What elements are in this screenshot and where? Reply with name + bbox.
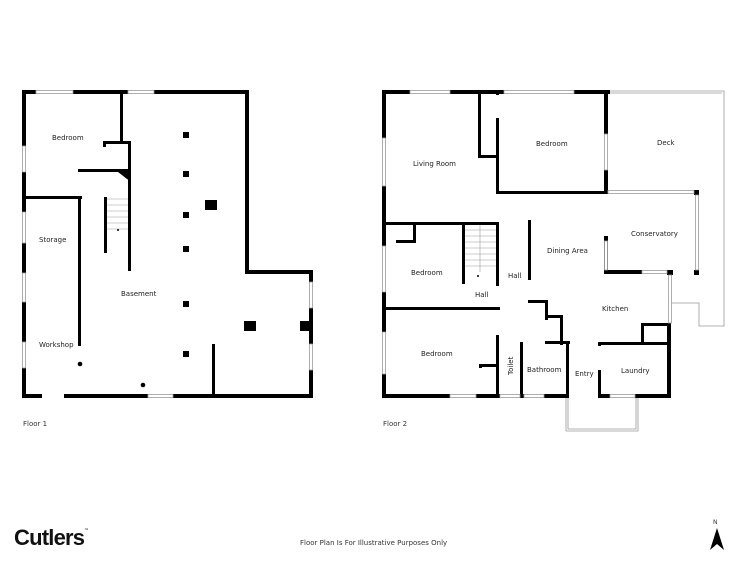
room-label-bedroom-north: Bedroom xyxy=(536,140,568,148)
brand-logo: Cutlers™ xyxy=(14,525,88,551)
north-label: N xyxy=(713,519,718,526)
room-label-entry: Entry xyxy=(575,370,594,378)
room-label-basement: Basement xyxy=(121,290,157,298)
room-label-bathroom: Bathroom xyxy=(527,366,562,374)
room-label-bedroom: Bedroom xyxy=(52,134,84,142)
floor-2-label: Floor 2 xyxy=(383,420,407,428)
room-label-workshop: Workshop xyxy=(39,341,74,349)
room-label-dining-area: Dining Area xyxy=(547,247,588,255)
room-label-hall: Hall xyxy=(508,272,521,280)
room-label-storage: Storage xyxy=(39,236,66,244)
room-label-laundry: Laundry xyxy=(621,367,650,375)
room-label-bedroom-south: Bedroom xyxy=(421,350,453,358)
north-arrow: N xyxy=(706,519,730,553)
room-label-living-room: Living Room xyxy=(413,160,456,168)
room-label-bedroom-west: Bedroom xyxy=(411,269,443,277)
room-label-deck: Deck xyxy=(657,139,676,147)
brand-name: Cutlers xyxy=(14,525,85,550)
trademark-symbol: ™ xyxy=(84,527,88,532)
floor-1-label: Floor 1 xyxy=(23,420,47,428)
room-label-hall-small: Hall xyxy=(475,291,488,299)
north-arrow-icon xyxy=(710,528,724,550)
disclaimer-text: Floor Plan Is For Illustrative Purposes … xyxy=(300,539,448,547)
room-label-toilet: Toilet xyxy=(507,356,515,376)
floor-1-plan: Bedroom Storage Basement Workshop Floor … xyxy=(22,90,313,428)
floor-2-plan: Living Room Bedroom Deck Dining Area Con… xyxy=(382,90,725,432)
room-label-conservatory: Conservatory xyxy=(631,230,678,238)
room-label-kitchen: Kitchen xyxy=(602,305,628,313)
